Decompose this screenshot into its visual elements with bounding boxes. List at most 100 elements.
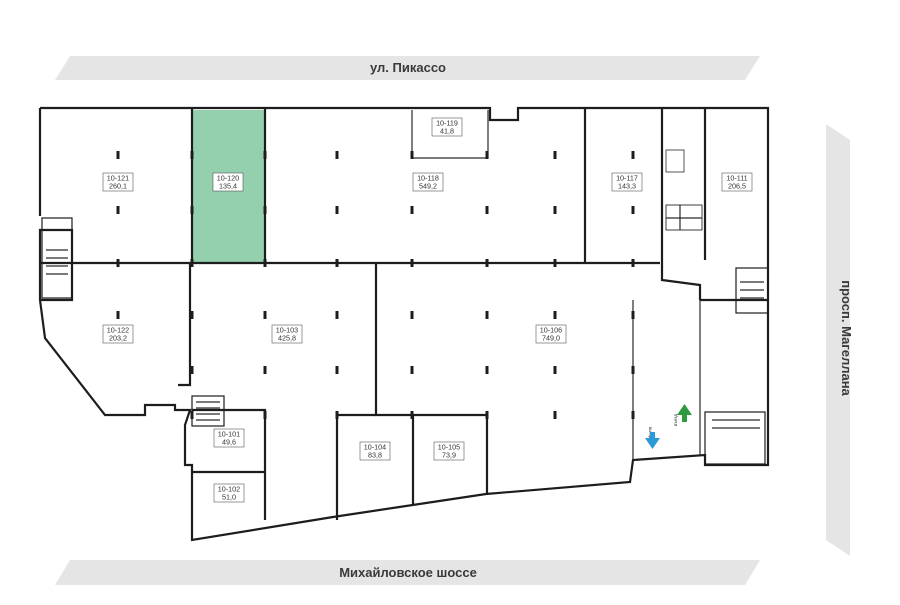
column [263,259,267,267]
unit-code: 10-111 [726,174,747,183]
column [553,151,557,159]
column [116,151,120,159]
unit-label-box [412,172,444,192]
column [263,411,267,419]
unit-code: 10-102 [218,485,240,494]
unit-code: 10-101 [218,430,240,439]
column [263,311,267,319]
unit-label-box [212,172,244,192]
unit-area: 549,2 [419,182,437,191]
column [335,206,339,214]
street-bottom: Михайловское шоссе [55,560,760,585]
unit-code: 10-104 [364,443,386,452]
arrow-down-icon [645,432,660,449]
street-top: ул. Пикассо [55,56,760,80]
column [190,151,194,159]
unit-code: 10-117 [616,174,638,183]
unit-area: 206,5 [728,182,746,191]
street-right-label: просп. Магеллана [839,280,854,396]
column [553,411,557,419]
column [335,311,339,319]
column [485,206,489,214]
column [116,206,120,214]
unit-label-box [721,172,753,192]
column [410,259,414,267]
unit-label-box [433,441,465,461]
unit-area: 49,6 [222,438,236,447]
column [410,411,414,419]
column [631,411,635,419]
structural-columns [116,151,635,419]
column [263,366,267,374]
unit-area: 425,8 [278,334,296,343]
column [263,151,267,159]
wc-block [665,149,703,231]
unit-label-box [431,117,463,137]
unit-label-box [359,441,391,461]
stair-block-left [41,217,73,299]
unit-code: 10-120 [217,174,239,183]
stair-block-right [704,267,769,465]
column [553,311,557,319]
outer-walls [38,106,770,542]
unit-area: 749,0 [542,334,560,343]
unit-label-box [213,428,245,448]
unit-label-box [271,324,303,344]
column [335,366,339,374]
column [190,411,194,419]
column [631,206,635,214]
unit-code: 10-118 [417,174,439,183]
column [410,151,414,159]
column [116,259,120,267]
unit-code: 10-106 [540,326,562,335]
street-right: просп. Магеллана [826,124,854,556]
unit-label-box [535,324,567,344]
column [116,311,120,319]
column [631,151,635,159]
unit-code: 10-122 [107,326,129,335]
column [335,411,339,419]
column [190,366,194,374]
column [553,366,557,374]
column [485,411,489,419]
street-top-label: ул. Пикассо [370,60,446,75]
column [410,206,414,214]
column [631,311,635,319]
unit-code: 10-103 [276,326,298,335]
column [190,259,194,267]
unit-area: 143,3 [618,182,636,191]
column [553,259,557,267]
unit-area: 135,4 [219,182,237,191]
street-bottom-label: Михайловское шоссе [339,565,477,580]
column [335,151,339,159]
unit-code: 10-119 [436,119,458,128]
unit-area: 51,0 [222,493,236,502]
column [263,206,267,214]
column [410,311,414,319]
column [485,151,489,159]
column [410,366,414,374]
unit-label-box [102,324,134,344]
unit-code: 10-105 [438,443,460,452]
unit-label-box [611,172,643,192]
interior-walls-top [190,108,707,300]
arrow-up-icon [677,404,692,422]
column [631,366,635,374]
unit-area: 203,2 [109,334,127,343]
column [190,311,194,319]
unit-area: 73,9 [442,451,456,460]
